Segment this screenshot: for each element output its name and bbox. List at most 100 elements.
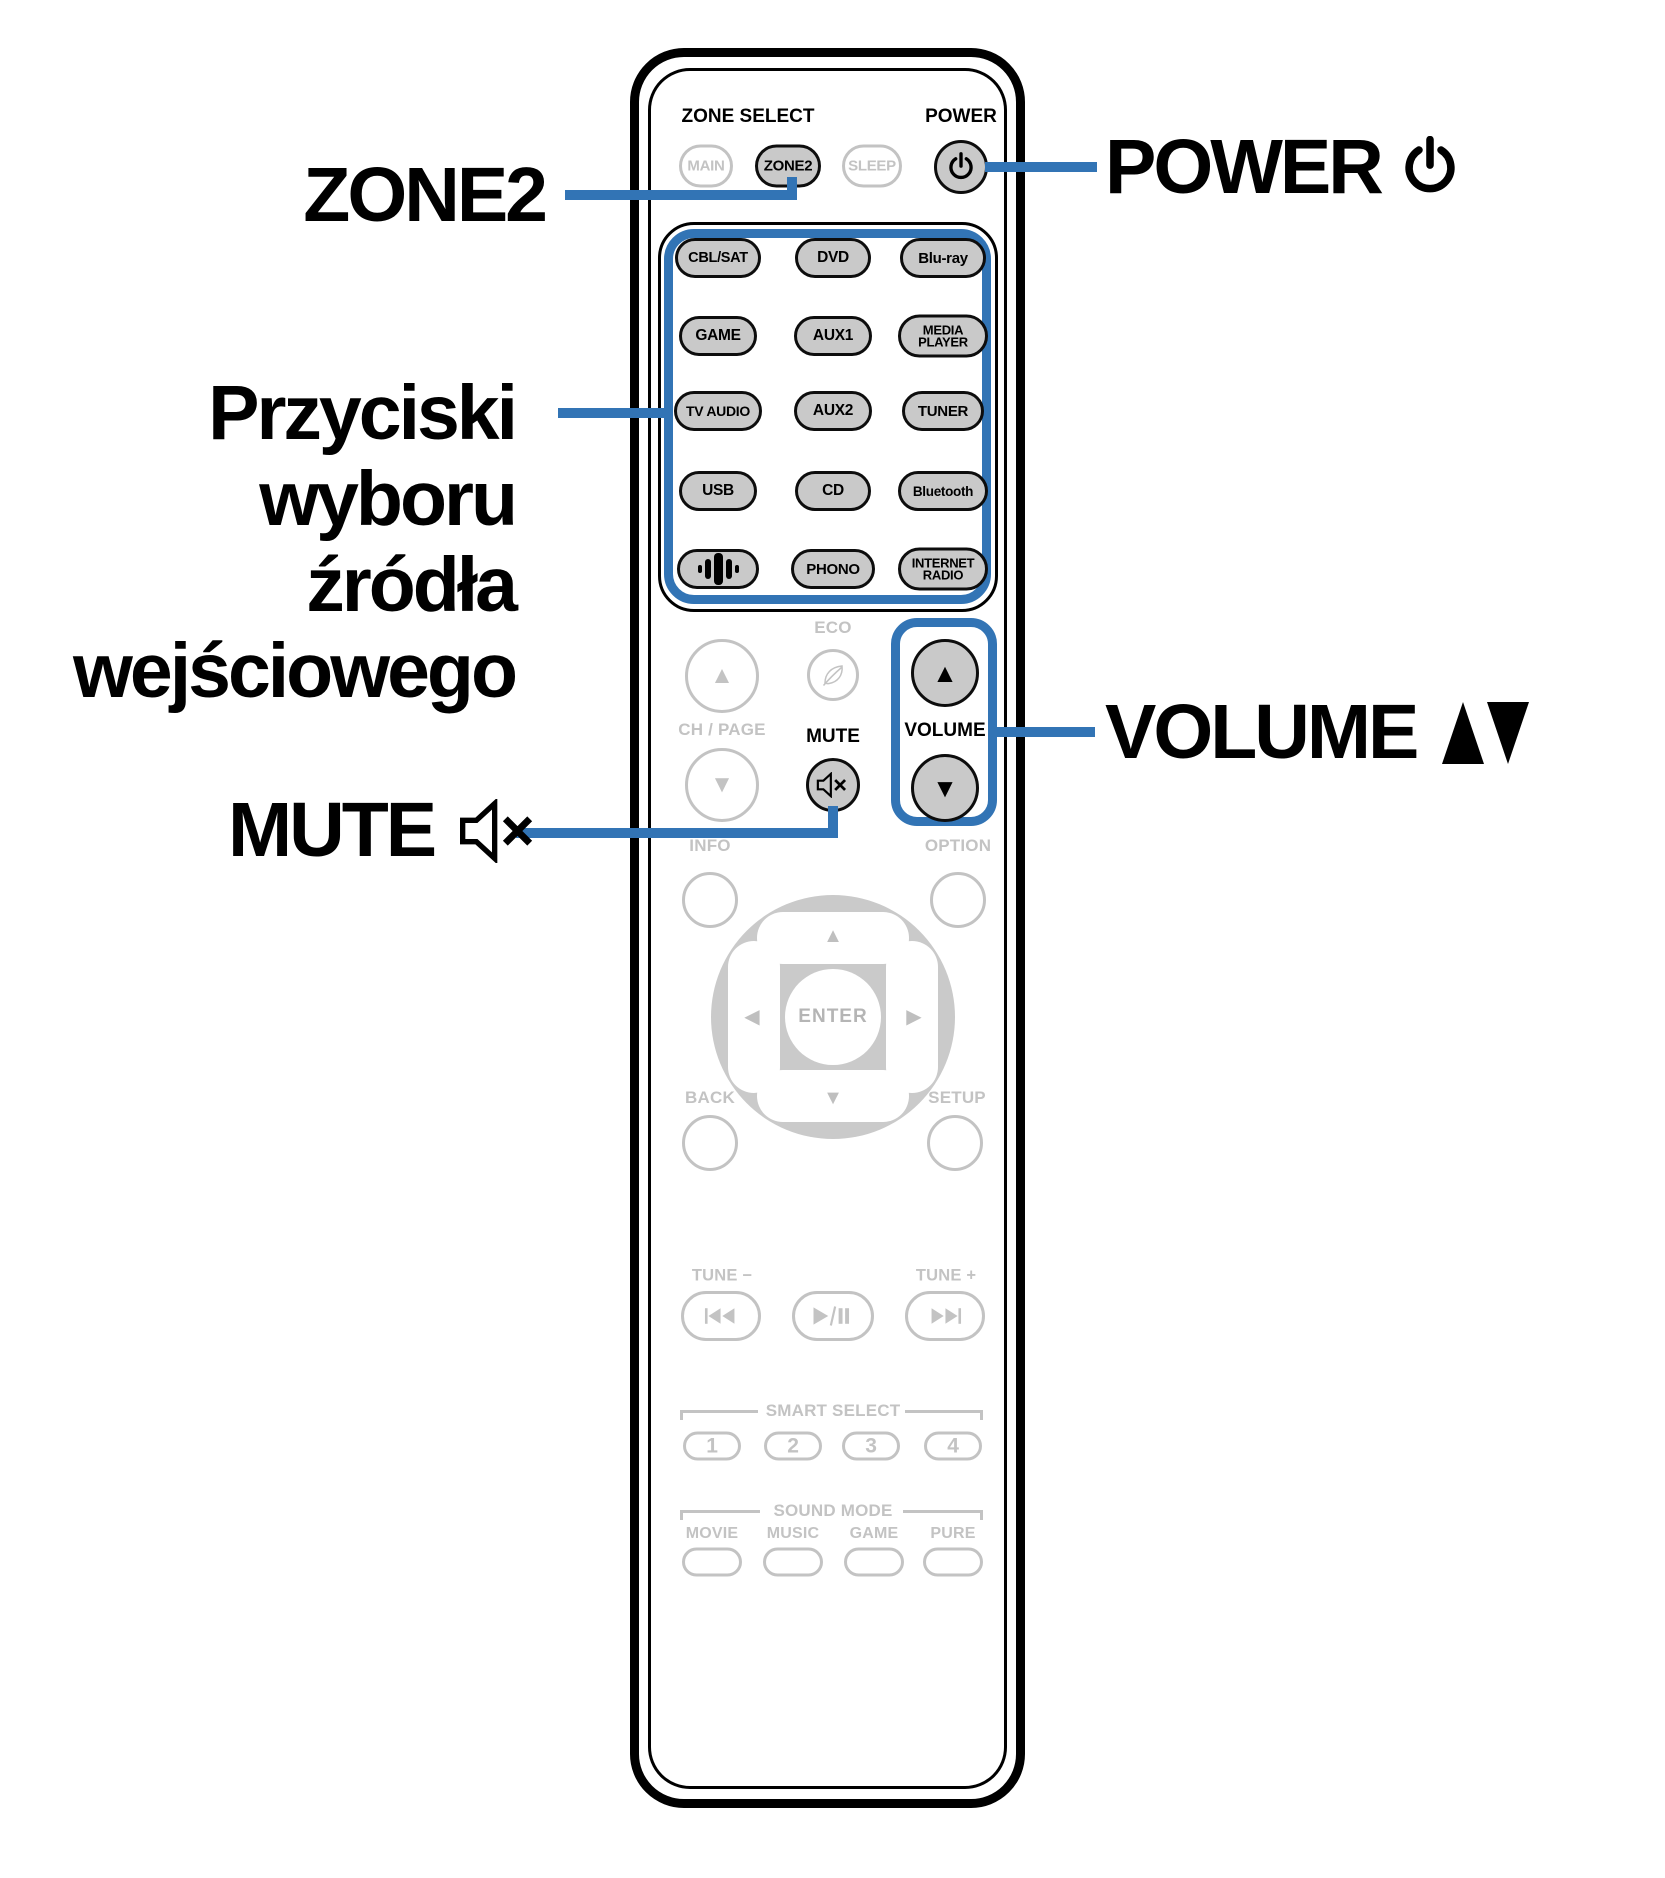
- zone-select-label: ZONE SELECT: [681, 106, 815, 127]
- pure-button[interactable]: [923, 1547, 983, 1577]
- smart-select-2-button[interactable]: 2: [764, 1431, 822, 1461]
- music-button[interactable]: [763, 1547, 823, 1577]
- source-button-tuner[interactable]: TUNER: [902, 391, 984, 431]
- source-callout-line-1: Przyciski: [208, 370, 518, 456]
- mute-callout-text: MUTE: [228, 787, 437, 873]
- tune-plus-label: TUNE +: [915, 1266, 977, 1285]
- mute-callout-label: MUTE: [228, 792, 544, 869]
- source-button-blu-ray[interactable]: Blu-ray: [900, 238, 986, 278]
- source-button-cd[interactable]: CD: [795, 471, 871, 511]
- power-label: POWER: [925, 106, 997, 127]
- movie-label: MOVIE: [685, 1525, 739, 1542]
- sound-mode-bracket-left: [680, 1510, 760, 1520]
- power-button[interactable]: [934, 140, 988, 194]
- source-button-phono[interactable]: PHONO: [791, 549, 875, 589]
- source-button-tv-audio[interactable]: TV AUDIO: [674, 391, 762, 431]
- source-button-bluetooth[interactable]: Bluetooth: [898, 471, 988, 511]
- eco-button[interactable]: [807, 649, 859, 701]
- ch-page-label: CH / PAGE: [678, 720, 766, 739]
- tune-minus-label: TUNE −: [691, 1266, 753, 1285]
- mute-icon: [456, 798, 544, 863]
- smart-select-1-button[interactable]: 1: [683, 1431, 741, 1461]
- source-callout-line: [558, 408, 668, 418]
- game-label: GAME: [849, 1525, 899, 1542]
- volume-callout-label: VOLUME: [1105, 689, 1530, 775]
- source-highlight-box: [664, 229, 991, 604]
- source-button-internet-radio[interactable]: INTERNET RADIO: [898, 547, 988, 591]
- game-button[interactable]: [844, 1547, 904, 1577]
- source-button-aux2[interactable]: AUX2: [794, 391, 872, 431]
- cursor-left-icon: ◀: [744, 1006, 760, 1028]
- source-button-usb[interactable]: USB: [679, 471, 757, 511]
- volume-up-button[interactable]: ▲: [911, 639, 979, 707]
- cursor-right-area[interactable]: [886, 941, 938, 1093]
- zone2-callout-label: ZONE2: [303, 152, 548, 238]
- remote-faceplate-outline: [648, 68, 1007, 1789]
- play-pause-icon: [808, 1303, 858, 1329]
- source-callout-line-3: źródła: [306, 542, 518, 628]
- channel-up-button[interactable]: ▲: [685, 639, 759, 713]
- back-button[interactable]: [682, 1115, 738, 1171]
- skip-back-icon: [700, 1303, 742, 1329]
- cursor-down-icon: ▼: [823, 1087, 843, 1109]
- volume-up-triangle-icon: [1442, 701, 1485, 764]
- cursor-left-area[interactable]: [728, 941, 780, 1093]
- option-label: OPTION: [924, 836, 992, 855]
- info-button[interactable]: [682, 872, 738, 928]
- sleep-button[interactable]: SLEEP: [842, 144, 902, 188]
- back-label: BACK: [685, 1088, 735, 1107]
- cursor-up-icon: ▲: [823, 925, 843, 947]
- up-triangle-icon: ▲: [932, 658, 958, 688]
- play-pause-button[interactable]: [792, 1291, 874, 1341]
- source-button-cbl-sat[interactable]: CBL/SAT: [675, 238, 761, 278]
- power-icon: [947, 151, 975, 183]
- music-label: MUSIC: [766, 1525, 820, 1542]
- sound-mode-label: SOUND MODE: [773, 1501, 893, 1520]
- power-callout-line: [985, 162, 1097, 172]
- pure-label: PURE: [930, 1525, 976, 1542]
- sound-bars-icon: [697, 553, 739, 585]
- source-button-heos[interactable]: [677, 549, 759, 589]
- setup-label: SETUP: [928, 1088, 986, 1107]
- info-label: INFO: [689, 836, 731, 855]
- movie-button[interactable]: [682, 1547, 742, 1577]
- channel-down-button[interactable]: ▼: [685, 748, 759, 822]
- leaf-icon: [818, 660, 848, 690]
- volume-callout-line: [995, 727, 1095, 737]
- sound-mode-bracket-right: [903, 1510, 983, 1520]
- skip-forward-button[interactable]: [905, 1291, 985, 1341]
- setup-button[interactable]: [927, 1115, 983, 1171]
- mute-callout-line-vertical: [828, 806, 838, 838]
- cursor-down-area[interactable]: [757, 1070, 909, 1122]
- cursor-right-icon: ▶: [906, 1006, 922, 1028]
- down-triangle-icon: ▼: [710, 771, 734, 798]
- volume-callout-text: VOLUME: [1105, 689, 1419, 775]
- skip-back-button[interactable]: [681, 1291, 761, 1341]
- mute-icon: [816, 772, 850, 798]
- mute-label-on-remote: MUTE: [806, 726, 860, 747]
- smart-select-4-button[interactable]: 4: [924, 1431, 982, 1461]
- volume-down-triangle-icon: [1487, 701, 1530, 764]
- enter-button[interactable]: ENTER: [785, 969, 881, 1065]
- source-callout-label: Przyciski wyboru źródła wejściowego: [73, 370, 518, 714]
- smart-select-3-button[interactable]: 3: [842, 1431, 900, 1461]
- power-callout-label: POWER: [1105, 129, 1459, 206]
- source-button-aux1[interactable]: AUX1: [794, 316, 872, 356]
- cursor-up-area[interactable]: [757, 912, 909, 964]
- mute-callout-line: [516, 828, 838, 838]
- source-button-game[interactable]: GAME: [679, 316, 757, 356]
- smart-select-bracket-right: [905, 1410, 983, 1420]
- eco-label: ECO: [814, 618, 852, 637]
- option-button[interactable]: [930, 872, 986, 928]
- volume-label-on-remote: VOLUME: [904, 720, 986, 741]
- zone2-callout-line: [565, 190, 797, 200]
- source-callout-line-4: wejściowego: [73, 628, 518, 714]
- volume-down-button[interactable]: ▼: [911, 754, 979, 822]
- source-button-media-player[interactable]: MEDIA PLAYER: [898, 314, 988, 358]
- source-button-dvd[interactable]: DVD: [795, 238, 871, 278]
- power-icon: [1401, 135, 1459, 200]
- main-button[interactable]: MAIN: [679, 144, 733, 188]
- mute-button[interactable]: [806, 758, 860, 812]
- power-callout-text: POWER: [1105, 124, 1384, 210]
